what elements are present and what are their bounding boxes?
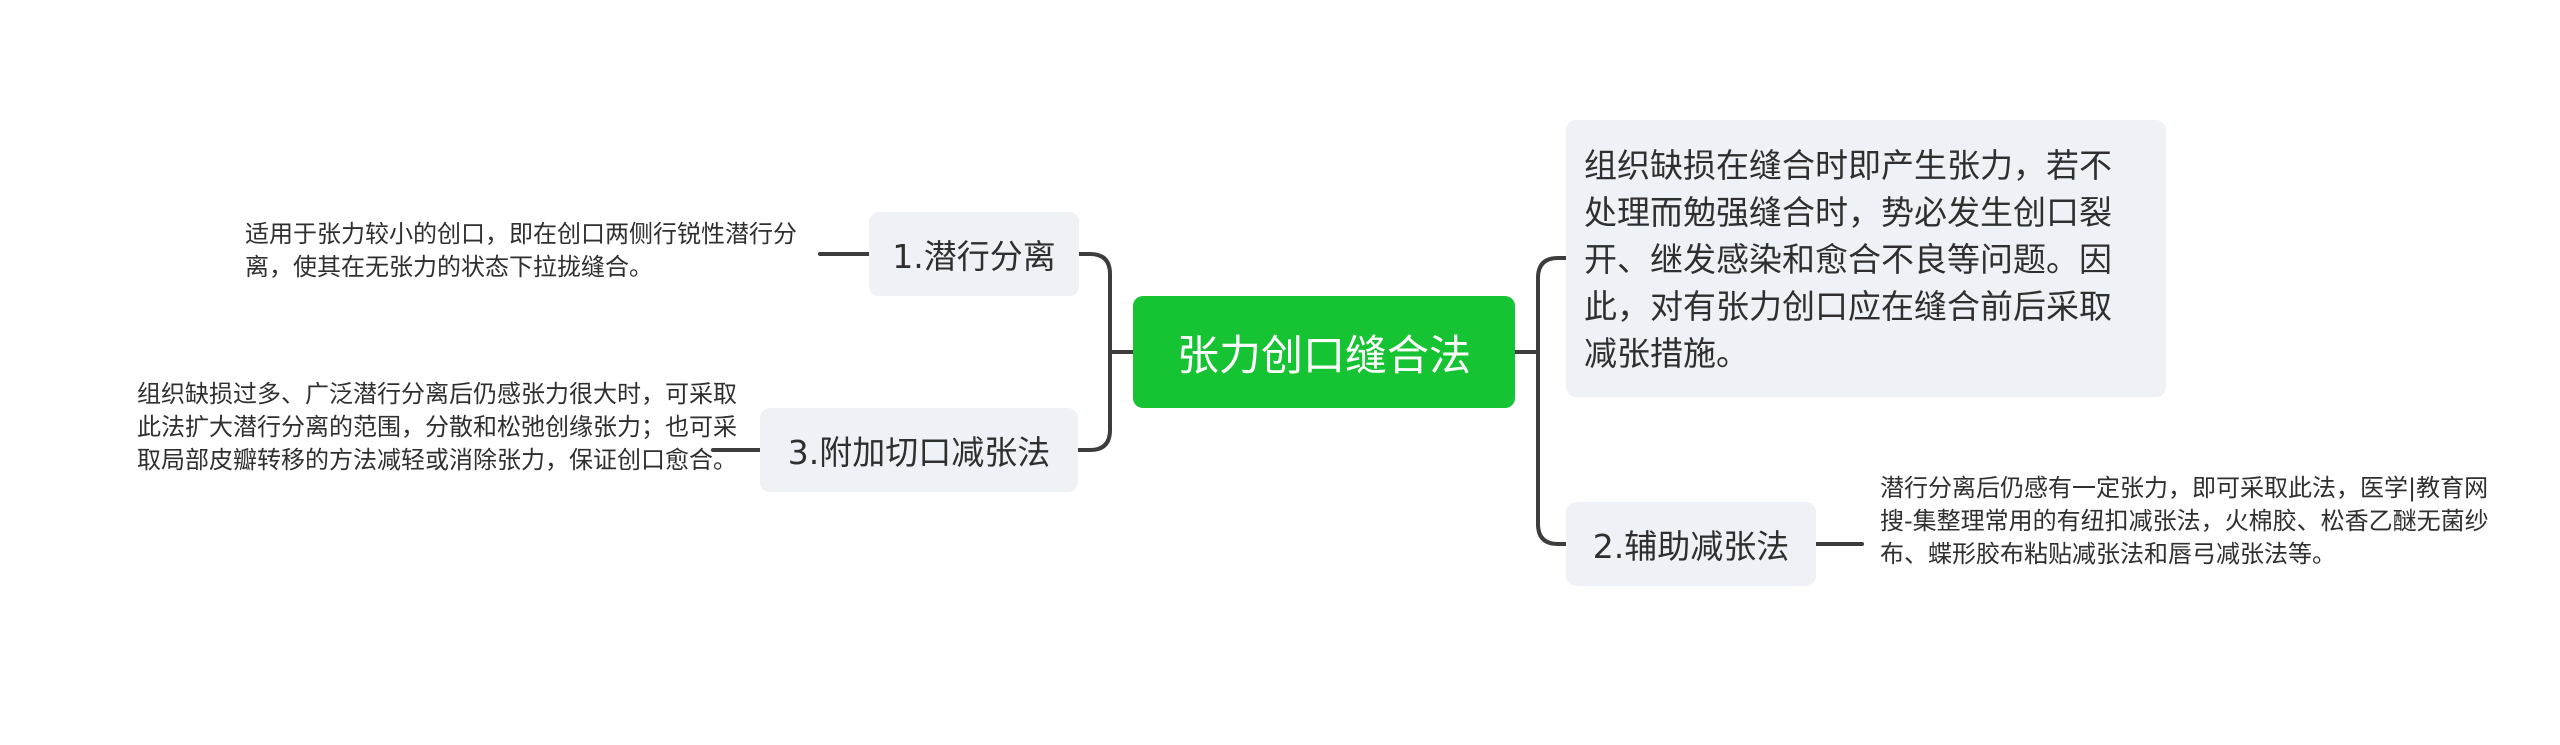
branch-2-note-text: 潜行分离后仍感有一定张力，即可采取此法，医学|教育网搜-集整理常用的有纽扣减张法… [1880,474,2489,568]
connector-right-branch-2 [1536,350,1568,546]
branch-topic-3-label: 3.附加切口减张法 [787,433,1051,472]
branch-3-note-text: 组织缺损过多、广泛潜行分离后仍感张力很大时，可采取此法扩大潜行分离的范围，分散和… [137,380,737,474]
connector-left-branch-3 [1076,350,1112,452]
branch-2-note[interactable]: 潜行分离后仍感有一定张力，即可采取此法，医学|教育网搜-集整理常用的有纽扣减张法… [1880,472,2520,571]
connector-right-summary [1536,256,1568,354]
branch-topic-2-label: 2.辅助减张法 [1592,527,1790,566]
branch-1-note-text: 适用于张力较小的创口，即在创口两侧行锐性潜行分离，使其在无张力的状态下拉拢缝合。 [245,220,797,281]
branch-1-note[interactable]: 适用于张力较小的创口，即在创口两侧行锐性潜行分离，使其在无张力的状态下拉拢缝合。 [245,218,825,284]
summary-note-text: 组织缺损在缝合时即产生张力，若不处理而勉强缝合时，势必发生创口裂开、继发感染和愈… [1584,146,2112,373]
branch-topic-3[interactable]: 3.附加切口减张法 [760,408,1078,492]
summary-note[interactable]: 组织缺损在缝合时即产生张力，若不处理而勉强缝合时，势必发生创口裂开、继发感染和愈… [1566,120,2166,397]
branch-3-note[interactable]: 组织缺损过多、广泛潜行分离后仍感张力很大时，可采取此法扩大潜行分离的范围，分散和… [137,378,737,477]
connector-left-branch-1 [1077,252,1112,354]
branch-topic-1-label: 1.潜行分离 [892,237,1056,276]
branch-topic-2[interactable]: 2.辅助减张法 [1566,502,1816,586]
center-topic-label: 张力创口缝合法 [1176,330,1471,380]
center-topic[interactable]: 张力创口缝合法 [1133,296,1515,408]
branch-topic-1[interactable]: 1.潜行分离 [869,212,1079,296]
